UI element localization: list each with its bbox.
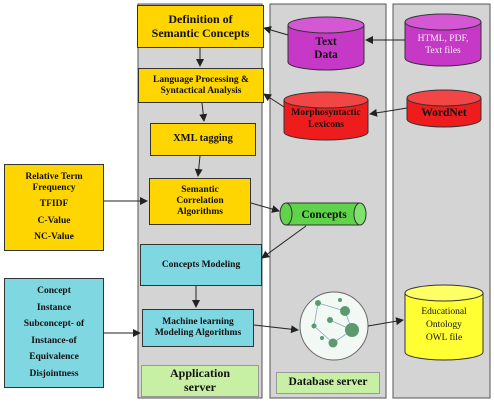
owl-file-cylinder: Educational Ontology OWL file [404,284,484,361]
relation-equivalence: Equivalence [29,352,79,363]
text-data-label-1: Text [315,36,336,48]
application-label-line-2: server [184,380,216,394]
arrow-ml-to-graph [253,324,299,334]
ontology-graph-icon [299,291,369,361]
arrow-xml-to-correlation [194,155,203,177]
semantic-correlation-box: Semantic Correlation Algorithms [149,178,251,225]
lexicons-label-1: Morphosyntactic [291,108,360,118]
arrow-graph-to-owl [367,317,404,327]
wordnet-label: WordNet [421,107,467,119]
definition-line-2: Semantic Concepts [151,25,250,40]
metric-nc-value: NC-Value [34,232,74,243]
relation-instance-of: Instance-of [31,335,77,346]
relation-disjointness: Disjointness [29,369,79,380]
concepts-label: Concepts [301,209,347,221]
metrics-box: Relative Term Frequency TFIDF C-Value NC… [4,164,104,251]
relation-instance: Instance [36,302,72,313]
modeling-label: Concepts Modeling [161,259,241,270]
owl-label-2: Ontology [426,320,462,330]
arrow-lexicons-to-language [263,93,285,108]
ml-line-2: Modeling Algorithms [154,328,242,338]
correlation-line-3: Algorithms [177,206,223,217]
language-line-2: Syntactical Analysis [160,85,242,96]
lexicons-label-2: Lexicons [308,120,344,130]
database-label: Database server [288,376,368,389]
arrow-language-to-xml [199,102,208,122]
language-line-1: Language Processing & [153,74,249,85]
definition-line-1: Definition of [168,11,233,26]
morphosyntactic-lexicons-cylinder: Morphosyntactic Lexicons [283,91,369,141]
arrow-textdata-to-definition [263,26,289,36]
arrow-wordnet-to-lexicons [369,107,408,117]
database-server-label: Database server [276,372,380,394]
concepts-modeling-box: Concepts Modeling [140,244,262,286]
text-data-label-2: Data [314,49,338,61]
html-files-label-2: Text files [425,45,461,56]
owl-label-3: OWL file [426,332,462,343]
metric-tfidf: TFIDF [39,199,69,210]
correlation-line-2: Correlation [176,196,224,207]
concepts-store: Concepts [279,202,367,226]
html-pdf-text-files-cylinder: HTML, PDF, Text files [404,13,482,67]
ontology-relations-box: Concept Instance Subconcept- of Instance… [4,278,104,388]
relation-concept: Concept [37,285,71,296]
metric-relative-term-frequency: Relative Term Frequency [25,171,83,193]
text-data-cylinder: Text Data [287,16,365,71]
relation-subconcept-of: Subconcept- of [23,319,85,330]
application-label-line-1: Application [169,366,230,381]
html-files-label-1: HTML, PDF, [418,34,469,44]
owl-label-1: Educational [421,307,467,317]
language-processing-box: Language Processing & Syntactical Analys… [138,68,264,103]
arrow-correlation-to-concepts [250,202,280,213]
xml-label: XML tagging [173,133,233,145]
arrow-concepts-to-modeling [261,225,307,259]
wordnet-cylinder: WordNet [406,89,482,128]
application-server-label: Application server [141,365,259,397]
correlation-line-1: Semantic [181,185,219,196]
machine-learning-box: Machine learning Modeling Algorithms [142,309,254,347]
ml-line-1: Machine learning [162,317,234,328]
metric-c-value: C-Value [37,215,71,226]
definition-of-semantic-concepts-box: Definition of Semantic Concepts [137,5,264,48]
xml-tagging-box: XML tagging [150,123,256,156]
